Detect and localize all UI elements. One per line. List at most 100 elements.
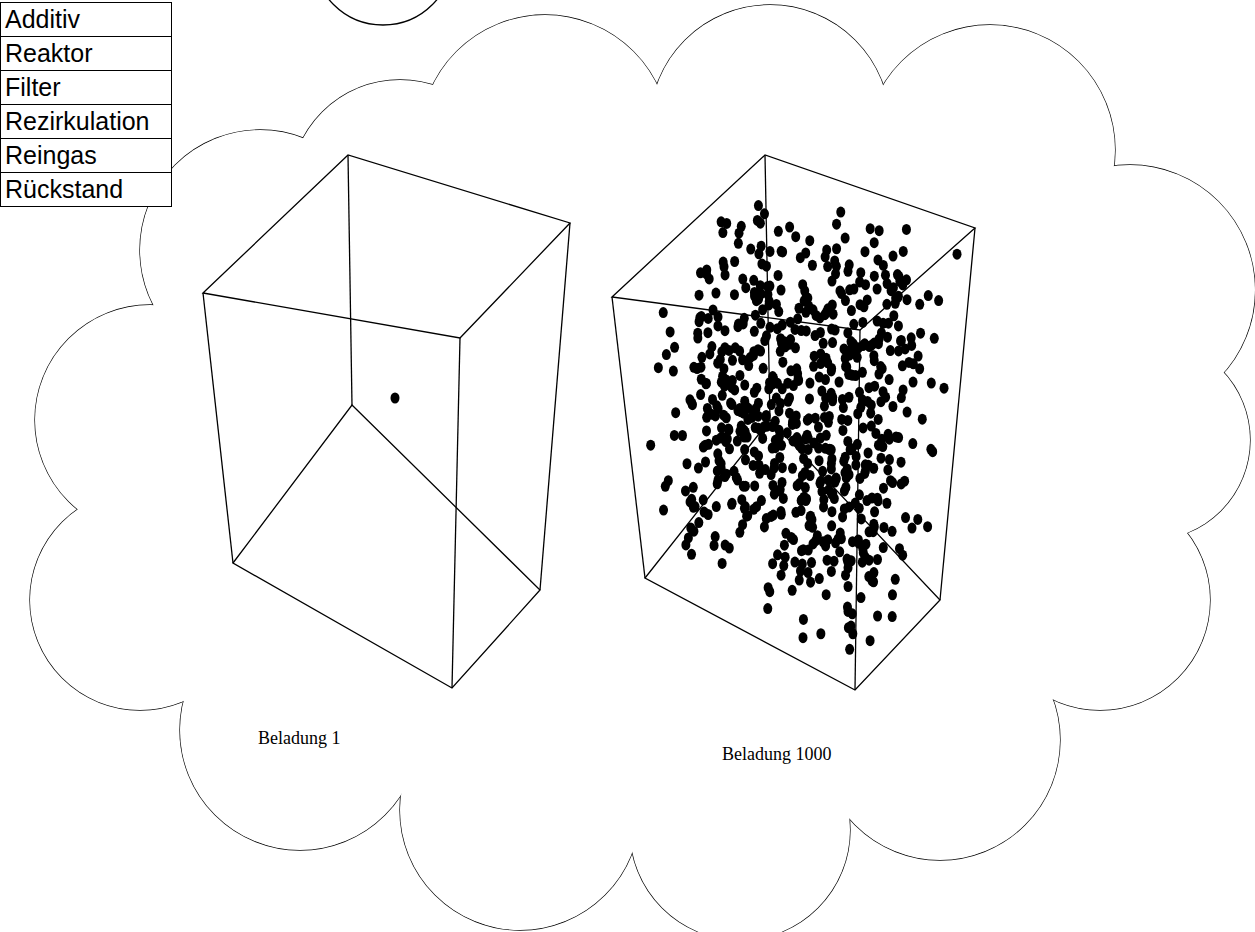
particle [841, 295, 850, 306]
particle [740, 444, 749, 455]
particle [739, 481, 748, 492]
particle [866, 223, 875, 234]
particle [796, 252, 805, 263]
particle [882, 299, 891, 310]
particle [721, 540, 730, 551]
particle [814, 443, 823, 454]
particle [843, 415, 852, 426]
particle [899, 246, 908, 257]
particle [844, 606, 853, 617]
particle [764, 299, 773, 310]
particle [820, 401, 829, 412]
particle [791, 231, 800, 242]
particle [646, 440, 655, 451]
particle [888, 526, 897, 537]
particle [693, 328, 702, 339]
particle [875, 225, 884, 236]
particle [687, 549, 696, 560]
particle [783, 427, 792, 438]
particle [705, 348, 714, 359]
particle [723, 433, 732, 444]
particle [853, 352, 862, 363]
particle [881, 392, 890, 403]
particle [801, 495, 810, 506]
particle [838, 511, 847, 522]
particle [869, 576, 878, 587]
table-cell: Reingas [0, 138, 172, 173]
particle [891, 574, 900, 585]
particle [816, 628, 825, 639]
particle [888, 401, 897, 412]
particle [717, 458, 726, 469]
particle [825, 444, 834, 455]
particle [708, 394, 717, 405]
particle [894, 345, 903, 356]
particle [840, 467, 849, 478]
particle [756, 288, 765, 299]
particle [783, 378, 792, 389]
particle [764, 383, 773, 394]
particle [898, 360, 907, 371]
particle [741, 454, 750, 465]
particle [805, 393, 814, 404]
particle [885, 434, 894, 445]
particle [845, 259, 854, 270]
particle [670, 430, 679, 441]
particle [879, 260, 888, 271]
particle [709, 304, 718, 315]
particle [819, 338, 828, 349]
particle [790, 557, 799, 568]
particle [889, 310, 898, 321]
particle [858, 317, 867, 328]
particle [843, 554, 852, 565]
particle [659, 307, 668, 318]
particle [711, 531, 720, 542]
particle [823, 261, 832, 272]
particle [763, 603, 772, 614]
particle [873, 315, 882, 326]
particle [894, 320, 903, 331]
particle [928, 446, 937, 457]
particle [740, 380, 749, 391]
particle [832, 219, 841, 230]
particle [704, 509, 713, 520]
particle [795, 575, 804, 586]
particle [391, 393, 400, 404]
particle [864, 447, 873, 458]
particle [775, 431, 784, 442]
particle [840, 485, 849, 496]
particle [805, 235, 814, 246]
particle [874, 414, 883, 425]
particle [791, 324, 800, 335]
particle [795, 478, 804, 489]
particle [847, 305, 856, 316]
particle [771, 416, 780, 427]
particle [815, 573, 824, 584]
particle [838, 394, 847, 405]
particle [720, 325, 729, 336]
particle [669, 366, 678, 377]
particle [808, 260, 817, 271]
particle [825, 444, 834, 455]
particle [839, 343, 848, 354]
particle [755, 460, 764, 471]
particle [885, 374, 894, 385]
particle [898, 550, 907, 561]
particle [806, 577, 815, 588]
particle [756, 318, 765, 329]
particle [841, 452, 850, 463]
particle [683, 458, 692, 469]
table-cell: Reaktor [0, 36, 172, 71]
particle [687, 398, 696, 409]
particle [735, 370, 744, 381]
particle [838, 425, 847, 436]
particle [886, 475, 895, 486]
particle [750, 387, 759, 398]
particle [859, 340, 868, 351]
particle [930, 333, 939, 344]
particle [824, 484, 833, 495]
particle [818, 466, 827, 477]
particle [899, 384, 908, 395]
